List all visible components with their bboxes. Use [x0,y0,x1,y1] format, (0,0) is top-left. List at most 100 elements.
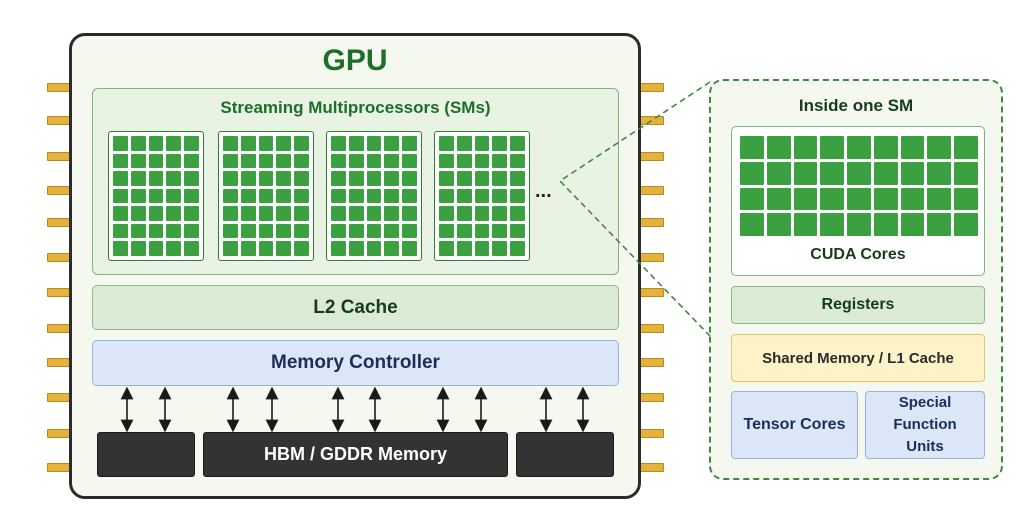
sm-block [434,131,530,261]
core-cell [130,171,146,186]
sm-ellipsis: ... [535,180,552,202]
cuda-core-cell [847,187,871,211]
core-cell [223,206,238,221]
core-cell [384,153,400,169]
cuda-core-cell [900,136,925,159]
core-cell [366,241,382,256]
cuda-core-cell [820,213,845,236]
core-cell [474,136,490,151]
core-cell [510,241,525,256]
cuda-core-cell [900,161,925,185]
core-cell [474,206,490,221]
core-cell [402,223,417,239]
core-cell [331,241,346,256]
core-cell [366,223,382,239]
core-cell [348,188,364,204]
memory-controller: Memory Controller [92,340,619,386]
core-cell [130,206,146,221]
core-cell [474,153,490,169]
core-cell [439,171,454,186]
core-cell [184,153,199,169]
cuda-core-cell [927,187,952,211]
core-cell [276,171,292,186]
core-cell [148,241,164,256]
core-cell [223,153,238,169]
core-cell [113,136,128,151]
core-cell [184,206,199,221]
core-cell [240,188,256,204]
cuda-core-cell [820,187,845,211]
core-cell [348,223,364,239]
sm-section-title: Streaming Multiprocessors (SMs) [220,98,491,117]
core-cell [384,136,400,151]
core-cell [366,188,382,204]
cuda-core-cell [847,161,871,185]
core-cell [223,136,238,151]
tensor-cores-label: Tensor Cores [743,416,846,433]
zoom-connector [558,81,711,337]
core-cell [166,171,182,186]
core-cell [148,153,164,169]
sm-detail-title: Inside one SM [798,96,914,115]
core-cell [456,153,472,169]
core-cell [510,153,525,169]
core-cell [474,171,490,186]
core-cell [130,223,146,239]
core-cell [258,171,274,186]
core-cell [402,171,417,186]
core-cell [148,171,164,186]
core-cell [294,241,309,256]
core-cell [492,241,508,256]
core-cell [240,223,256,239]
core-cell [474,241,490,256]
core-cell [331,153,346,169]
cuda-core-cell [927,161,952,185]
l2-cache: L2 Cache [92,285,619,330]
core-cell [439,206,454,221]
core-cell [384,223,400,239]
core-cell [223,223,238,239]
cuda-core-cell [793,213,818,236]
memory-bus-arrows [120,386,590,433]
core-cell [113,241,128,256]
core-cell [402,153,417,169]
cuda-core-cell [793,161,818,185]
core-cell [113,171,128,186]
gpu-title: GPU [322,44,388,77]
memory-controller-label: Memory Controller [271,352,440,373]
core-cell [276,188,292,204]
l2-cache-label: L2 Cache [313,296,398,318]
core-cell [166,188,182,204]
core-cell [294,223,309,239]
cuda-core-cell [766,213,791,236]
core-cell [492,188,508,204]
cuda-core-cell [820,161,845,185]
cuda-core-cell [740,213,764,236]
core-cell [456,171,472,186]
core-cell [348,136,364,151]
cuda-core-cell [793,136,818,159]
core-cell [348,171,364,186]
core-cell [130,136,146,151]
core-cell [258,153,274,169]
cuda-core-cell [873,136,898,159]
core-cell [384,206,400,221]
cuda-core-cell [740,161,764,185]
core-cell [331,206,346,221]
core-cell [166,136,182,151]
registers: Registers [731,286,985,324]
memory-module-right [516,432,614,477]
core-cell [113,188,128,204]
core-cell [148,206,164,221]
core-cell [384,171,400,186]
cuda-core-cell [793,187,818,211]
core-cell [331,188,346,204]
core-cell [166,153,182,169]
core-cell [348,241,364,256]
core-cell [294,136,309,151]
core-cell [492,223,508,239]
core-cell [402,188,417,204]
cuda-core-cell [954,161,978,185]
core-cell [456,206,472,221]
cuda-cores-label: CUDA Cores [810,246,906,263]
